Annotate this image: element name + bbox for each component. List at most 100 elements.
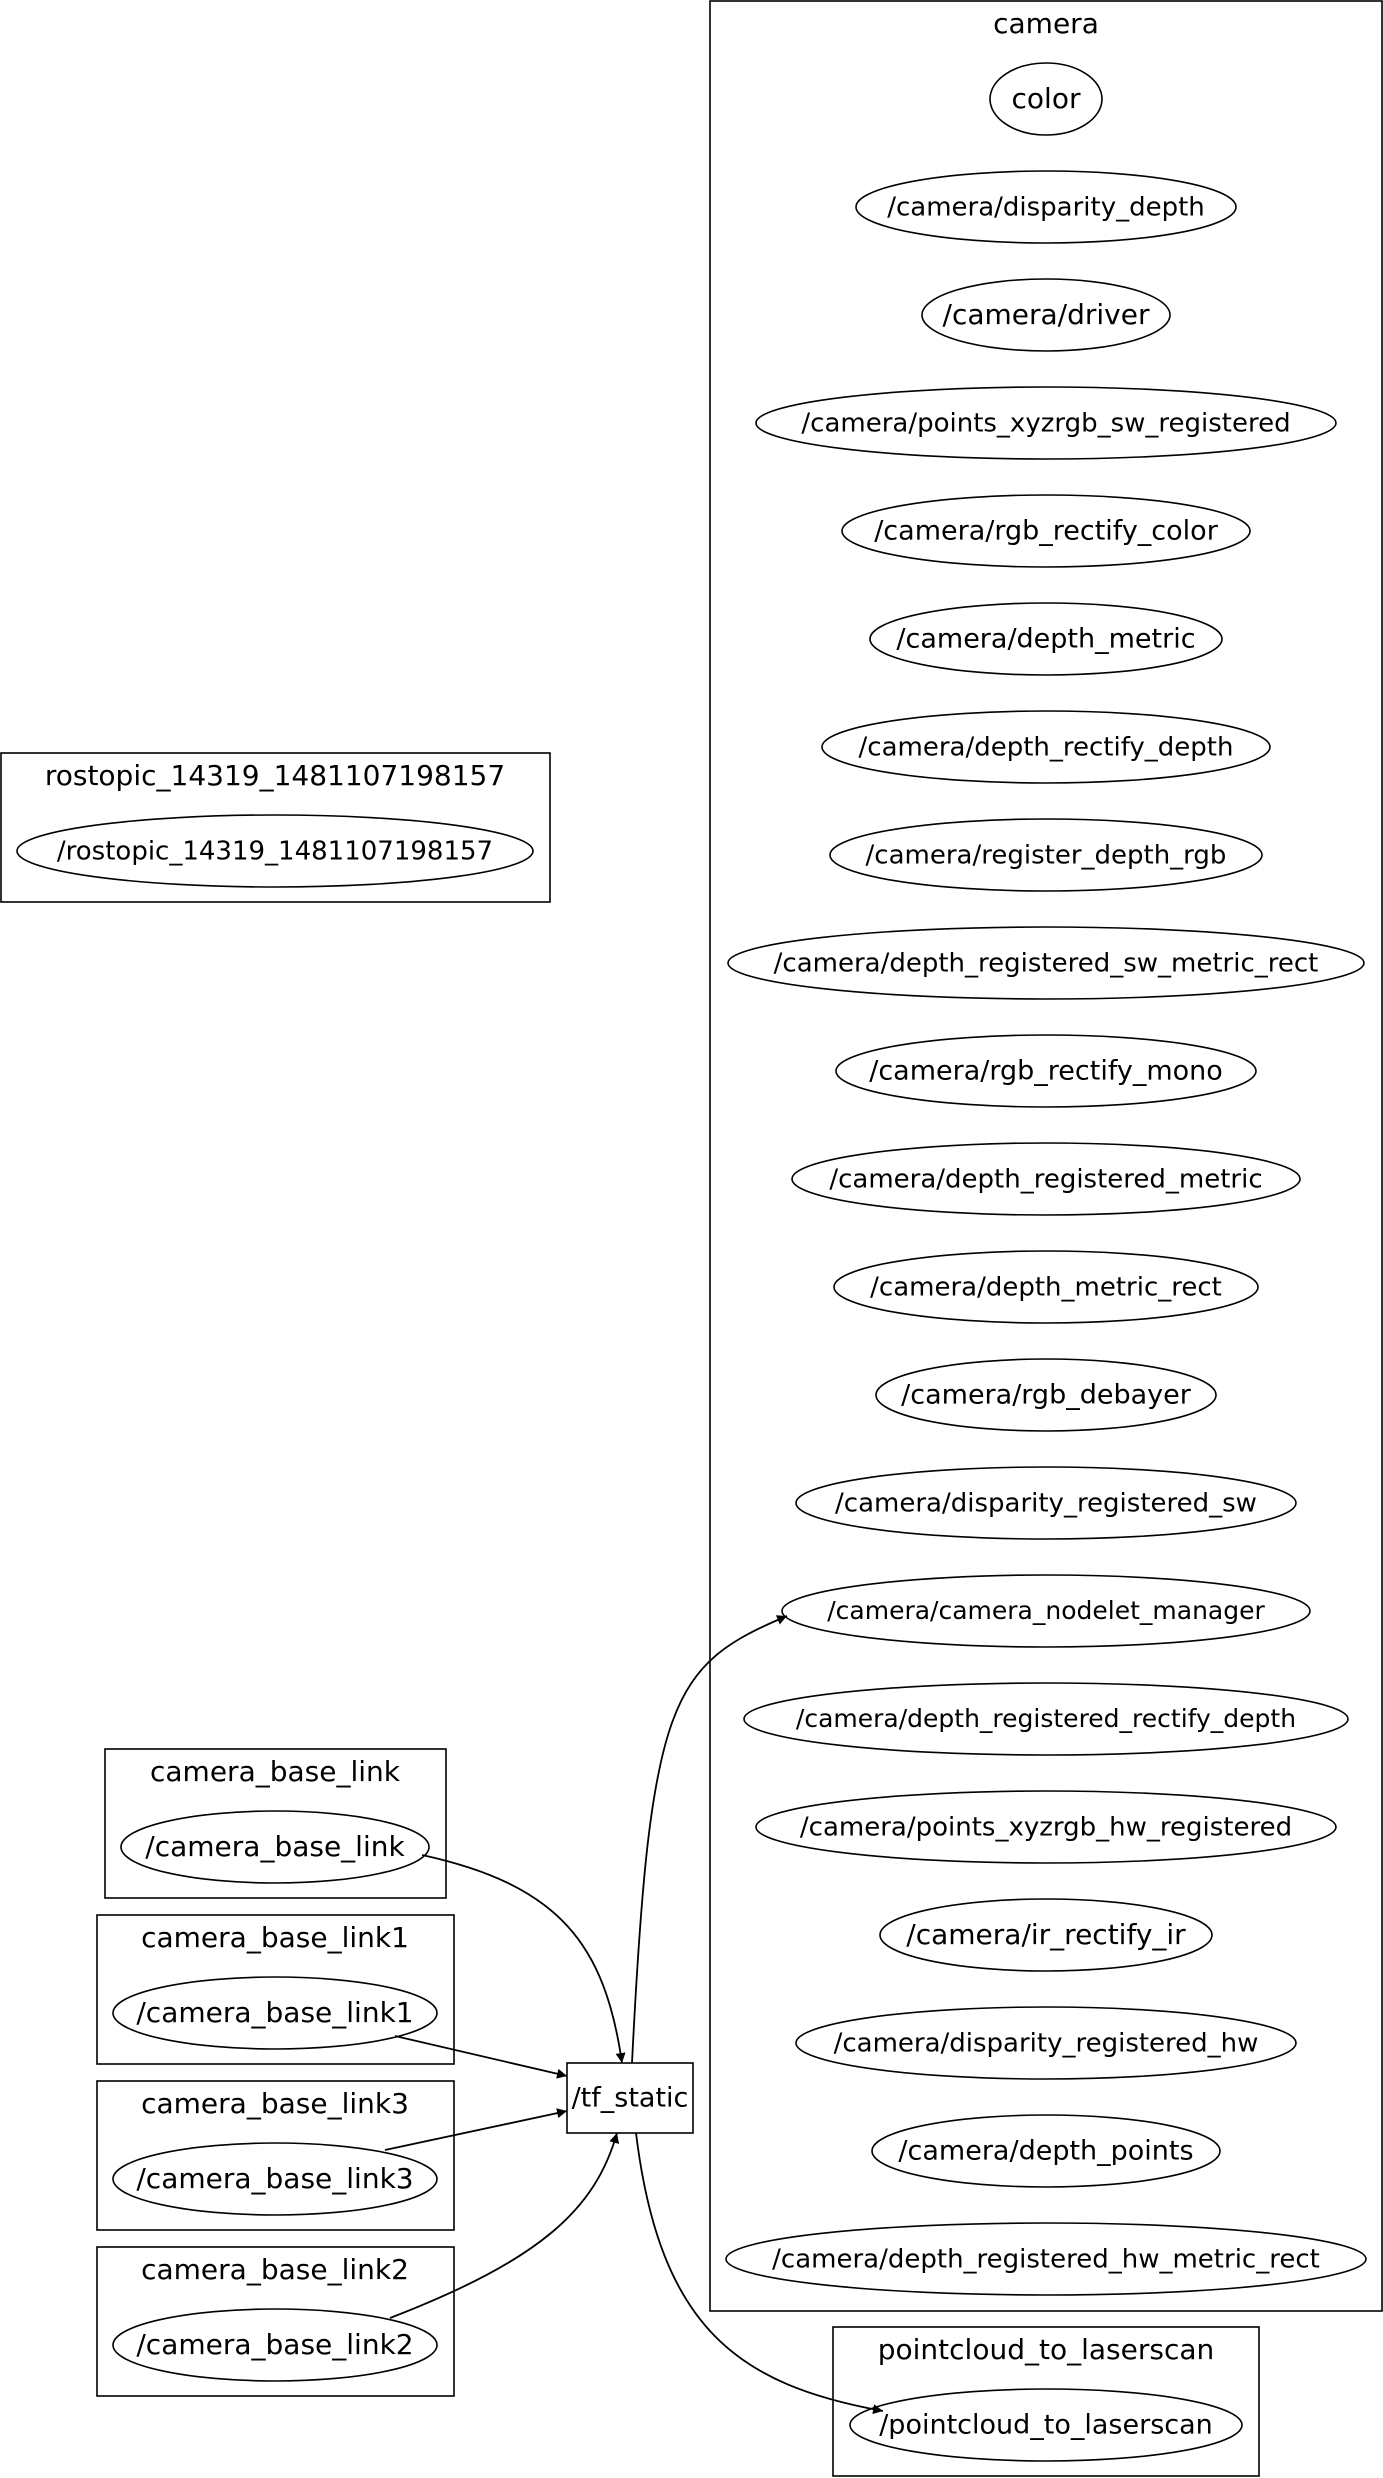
camera-base-link1-node[interactable]: /camera_base_link1 [112,1976,438,2050]
edge-camera-base-link3-to-tf-static [384,2108,568,2151]
node-label: /camera_base_link2 [136,2328,413,2361]
node-label: /camera_base_link3 [136,2162,413,2195]
node-shape [989,62,1103,136]
node-label: /camera/depth_registered_metric [829,1165,1262,1195]
camera-node[interactable]: /camera/depth_registered_hw_metric_rect [725,2222,1367,2296]
cluster-camera: camera [709,0,1383,2312]
node-shape [791,1142,1301,1216]
node-shape [566,2062,694,2134]
node-shape [879,1898,1213,1972]
pointcloud-to-laserscan-node[interactable]: /pointcloud_to_laserscan [849,2388,1243,2462]
cluster-pointcloud-to-laserscan-box [832,2326,1260,2477]
camera-base-link-node[interactable]: /camera_base_link [120,1810,430,1884]
node-shape [821,710,1271,784]
node-label: /camera/depth_registered_sw_metric_rect [774,949,1319,979]
node-label: /camera/depth_registered_hw_metric_rect [772,2245,1320,2275]
node-shape [829,818,1263,892]
node-label: /camera/rgb_rectify_mono [869,1056,1223,1087]
node-shape [869,602,1223,676]
camera-node[interactable]: /camera/disparity_registered_hw [795,2006,1297,2080]
camera-node[interactable]: /camera/points_xyzrgb_sw_registered [755,386,1337,460]
node-label: /camera/rgb_debayer [901,1380,1192,1411]
node-label: /camera/depth_rectify_depth [859,733,1234,763]
cluster-camera-base-link-label: camera_base_link [150,1755,401,1788]
cluster-camera-label: camera [993,7,1099,40]
node-shape [795,1466,1297,1540]
cluster-camera-base-link3-label: camera_base_link3 [141,2087,409,2120]
camera-base-link3-node[interactable]: /camera_base_link3 [112,2142,438,2216]
cluster-camera-base-link2-label: camera_base_link2 [141,2253,409,2286]
node-label: /camera_base_link1 [136,1996,413,2029]
node-shape [16,814,534,888]
node-label: /camera/depth_metric_rect [870,1273,1222,1303]
camera-node[interactable]: /camera/register_depth_rgb [829,818,1263,892]
camera-node[interactable]: /camera/rgb_rectify_color [841,494,1251,568]
node-label: /camera/disparity_registered_hw [834,2029,1259,2059]
node-label: /camera/depth_registered_rectify_depth [796,1704,1296,1733]
cluster-camera-base-link1: camera_base_link1 [96,1914,455,2065]
node-shape [112,2142,438,2216]
edge-camera-base-link2-to-tf-static [389,2132,620,2319]
cluster-rostopic-label: rostopic_14319_1481107198157 [45,759,505,792]
camera-node[interactable]: /camera/depth_rectify_depth [821,710,1271,784]
node-label: /camera/points_xyzrgb_sw_registered [801,409,1290,439]
node-label: /camera/points_xyzrgb_hw_registered [800,1813,1292,1843]
node-shape [112,1976,438,2050]
camera-node[interactable]: /camera/driver [921,278,1171,352]
camera-node[interactable]: /camera/rgb_debayer [875,1358,1217,1432]
camera-node[interactable]: /camera/ir_rectify_ir [879,1898,1213,1972]
camera-base-link2-node[interactable]: /camera_base_link2 [112,2308,438,2382]
camera-node[interactable]: /camera/rgb_rectify_mono [835,1034,1257,1108]
node-shape [921,278,1171,352]
node-label: /camera/driver [943,298,1150,331]
node-label: /camera/disparity_registered_sw [835,1489,1257,1519]
node-label: /camera/depth_metric [896,624,1195,655]
node-shape [112,2308,438,2382]
node-shape [871,2114,1221,2188]
camera-node[interactable]: /camera/depth_metric_rect [833,1250,1259,1324]
cluster-rostopic-box [0,752,551,903]
camera-node[interactable]: /camera/camera_nodelet_manager [781,1574,1311,1648]
node-shape [849,2388,1243,2462]
cluster-camera-base-link2: camera_base_link2 [96,2246,455,2397]
camera-node[interactable]: /camera/depth_points [871,2114,1221,2188]
camera-node[interactable]: /camera/depth_registered_sw_metric_rect [727,926,1365,1000]
node-shape [755,386,1337,460]
node-label: /camera/disparity_depth [887,193,1205,223]
node-shape [781,1574,1311,1648]
rostopic-node[interactable]: /rostopic_14319_1481107198157 [16,814,534,888]
camera-node[interactable]: /camera/disparity_depth [855,170,1237,244]
node-label: /camera/rgb_rectify_color [874,516,1218,547]
edge-tf-static-to-pointcloud-to-laserscan [635,2132,884,2415]
cluster-camera-base-link: camera_base_link [104,1748,447,1899]
edge-tf-static-to-camera-nodelet-manager [631,1615,788,2064]
node-shape [795,2006,1297,2080]
camera-node[interactable]: /camera/disparity_registered_sw [795,1466,1297,1540]
node-label: /camera/depth_points [898,2136,1193,2167]
cluster-pointcloud-to-laserscan-label: pointcloud_to_laserscan [878,2333,1215,2366]
node-shape [755,1790,1337,1864]
node-label: color [1012,82,1081,115]
node-shape [743,1682,1349,1756]
camera-node[interactable]: color [989,62,1103,136]
camera-node[interactable]: /camera/depth_metric [869,602,1223,676]
camera-node[interactable]: /camera/depth_registered_metric [791,1142,1301,1216]
node-shape [841,494,1251,568]
camera-node[interactable]: /camera/points_xyzrgb_hw_registered [755,1790,1337,1864]
node-label: /pointcloud_to_laserscan [879,2410,1213,2441]
node-shape [875,1358,1217,1432]
node-shape [727,926,1365,1000]
cluster-camera-base-link3-box [96,2080,455,2231]
node-label: /camera_base_link [145,1830,405,1863]
node-label: /camera/register_depth_rgb [866,841,1227,871]
cluster-rostopic: rostopic_14319_1481107198157 [0,752,551,903]
edge-camera-base-link1-to-tf-static [394,2035,568,2079]
cluster-camera-base-link-box [104,1748,447,1899]
node-shape [855,170,1237,244]
cluster-camera-base-link3: camera_base_link3 [96,2080,455,2231]
tf-static-node[interactable]: /tf_static [566,2062,694,2134]
edge-camera-base-link-to-tf-static [421,1854,626,2064]
node-shape [833,1250,1259,1324]
camera-node[interactable]: /camera/depth_registered_rectify_depth [743,1682,1349,1756]
